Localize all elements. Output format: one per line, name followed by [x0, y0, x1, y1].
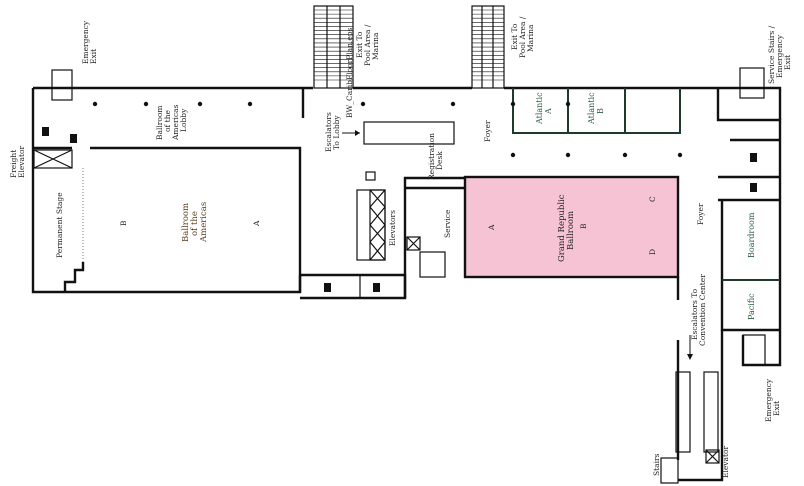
grand-republic-ballroom — [463, 175, 680, 279]
ballroom-americas-label: Ballroomof theAmericas — [181, 202, 209, 243]
grand-republic-section-c: C — [648, 196, 657, 202]
atlantic-a-label: AtlanticA — [535, 92, 553, 125]
elevator-icon — [705, 449, 720, 464]
pacific-label: Pacific — [747, 293, 756, 320]
escalator-icon — [675, 371, 691, 453]
file-label: BW_CaribFloorPlan.eps — [345, 27, 354, 118]
grand-republic-section-a: A — [487, 224, 496, 231]
elevators-label: Elevators — [388, 210, 397, 246]
column-icon — [510, 101, 516, 107]
stairs-icon — [51, 69, 73, 101]
stairs-icon — [660, 457, 679, 484]
ballroom-section-b: B — [119, 220, 128, 226]
stairs-icon — [742, 334, 766, 366]
service-label: Service — [443, 209, 452, 238]
column-icon — [143, 101, 149, 107]
registration-desk-label: RegistrationDesk — [427, 133, 444, 180]
escalator-icon — [703, 371, 719, 453]
escalators-convention-label: Escalators ToConvention Center — [690, 274, 707, 346]
column-icon — [565, 152, 571, 158]
escalators-to-lobby-label: EscalatorsTo Lobby — [324, 112, 341, 152]
ballroom-section-a: A — [252, 220, 261, 227]
stairs-label: Stairs — [652, 453, 661, 476]
boardroom-label: Boardroom — [747, 212, 756, 258]
column-icon — [677, 152, 683, 158]
column-icon — [92, 101, 683, 158]
column-icon — [247, 101, 253, 107]
freight-elevator-label: FreightElevator — [9, 145, 26, 178]
column-icon — [565, 101, 571, 107]
stairs-icon — [739, 67, 765, 99]
foyer-right-label: Foyer — [696, 203, 705, 225]
stairs-icon — [419, 251, 446, 278]
column-icon — [450, 101, 456, 107]
ballroom-americas-lobby-label: Ballroomof theAmericasLobby — [155, 104, 188, 141]
column-icon — [622, 152, 628, 158]
elevator-icon — [369, 189, 386, 261]
emergency-exit-bottom-label: EmergencyExit — [764, 378, 781, 422]
escalator-to-lobby-icon — [363, 121, 455, 145]
freight-elevator-icon — [33, 149, 73, 169]
restroom-icon — [42, 127, 757, 292]
foyer-top-label: Foyer — [483, 120, 492, 142]
grand-republic-label: Grand RepublicBallroom — [557, 194, 576, 262]
grand-republic-section-d: D — [648, 249, 657, 255]
telephone-icon — [365, 171, 376, 181]
emergency-exit-top-label: EmergencyExit — [81, 20, 98, 64]
column-icon — [92, 101, 98, 107]
column-icon — [197, 101, 203, 107]
escalator-icon — [313, 5, 505, 89]
column-icon — [510, 152, 516, 158]
permanent-stage-label: Permanent Stage — [55, 192, 64, 258]
grand-republic-section-b: B — [579, 223, 588, 229]
exit-pool-left-label: Exit ToPool Area /Marina — [355, 24, 380, 66]
elevator-icon — [406, 236, 421, 251]
atlantic-b-label: AtlanticB — [587, 92, 605, 125]
exit-pool-right-label: Exit ToPool Area /Marina — [510, 16, 535, 58]
column-icon — [360, 101, 366, 107]
walls — [31, 67, 782, 484]
elevator-label: Elevator — [721, 445, 730, 478]
service-stairs-label: Service Stairs /EmergencyExit — [767, 25, 792, 84]
